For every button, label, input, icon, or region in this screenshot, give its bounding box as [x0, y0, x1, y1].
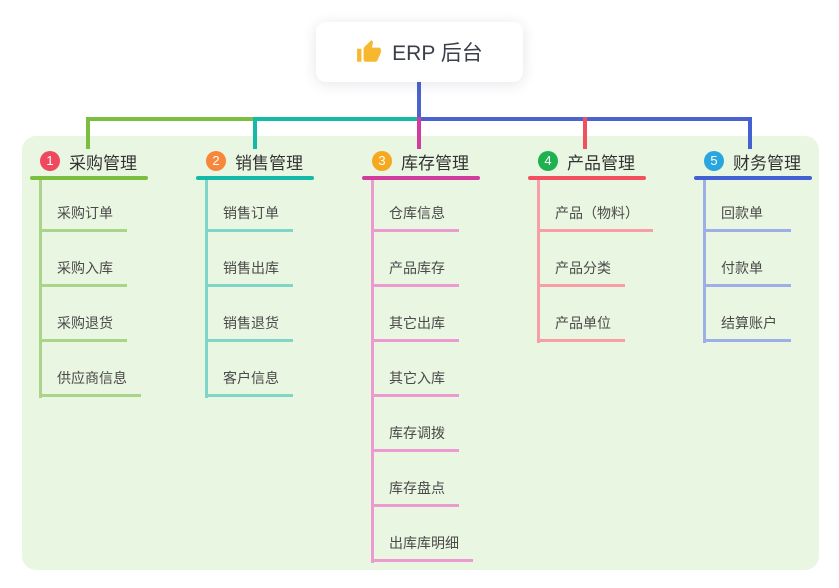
child-label: 产品分类 [555, 260, 611, 276]
branch-column: 3 库存管理 仓库信息产品库存其它出库其它入库库存调拨库存盘点出库库明细 [362, 148, 522, 563]
connector-bus-segment [86, 117, 255, 121]
child-label: 产品单位 [555, 315, 611, 331]
branch-number-badge: 2 [206, 151, 226, 171]
branch-column: 2 销售管理 销售订单销售出库销售退货客户信息 [196, 148, 356, 398]
thumbs-up-icon [356, 39, 382, 65]
branch-header[interactable]: 2 销售管理 [196, 148, 356, 174]
child-node[interactable]: 产品（物料） [537, 203, 653, 232]
child-node[interactable]: 产品库存 [371, 258, 459, 287]
connector-root-line [417, 80, 421, 119]
child-label: 回款单 [721, 205, 763, 221]
connector-bus-segment [253, 117, 419, 121]
child-label: 仓库信息 [389, 205, 445, 221]
child-node[interactable]: 其它出库 [371, 313, 459, 342]
child-node[interactable]: 采购入库 [39, 258, 127, 287]
child-node[interactable]: 结算账户 [703, 313, 791, 342]
branch-column: 4 产品管理 产品（物料） 产品分类产品单位 [528, 148, 688, 343]
child-node[interactable]: 采购订单 [39, 203, 127, 232]
child-node[interactable]: 供应商信息 [39, 368, 141, 397]
child-node[interactable]: 回款单 [703, 203, 791, 232]
branch-label: 产品管理 [567, 153, 635, 173]
branch-number-badge: 3 [372, 151, 392, 171]
child-label: 销售退货 [223, 315, 279, 331]
child-node[interactable]: 销售退货 [205, 313, 293, 342]
child-node[interactable]: 销售出库 [205, 258, 293, 287]
child-label: 销售出库 [223, 260, 279, 276]
child-label: 库存盘点 [389, 480, 445, 496]
branch-child-rail [537, 180, 540, 343]
child-label: 采购退货 [57, 315, 113, 331]
branch-header[interactable]: 1 采购管理 [30, 148, 190, 174]
child-label: 其它入库 [389, 370, 445, 386]
child-label: 产品（物料） [555, 205, 639, 221]
branch-label: 财务管理 [733, 153, 801, 173]
branch-child-rail [39, 180, 42, 398]
branch-underline [30, 176, 148, 180]
child-label: 库存调拨 [389, 425, 445, 441]
branch-child-rail [371, 180, 374, 563]
connector-branch-drop [253, 117, 257, 149]
child-node[interactable]: 产品单位 [537, 313, 625, 342]
child-label: 供应商信息 [57, 370, 127, 386]
branch-child-rail [703, 180, 706, 343]
branch-label: 销售管理 [235, 153, 303, 173]
branch-child-rail [205, 180, 208, 398]
branch-underline [694, 176, 812, 180]
connector-branch-drop [417, 117, 421, 149]
branch-underline [196, 176, 314, 180]
connector-branch-drop [86, 117, 90, 149]
child-label: 其它出库 [389, 315, 445, 331]
branch-header[interactable]: 3 库存管理 [362, 148, 522, 174]
child-node[interactable]: 客户信息 [205, 368, 293, 397]
branch-column: 1 采购管理 采购订单采购入库采购退货供应商信息 [30, 148, 190, 398]
child-label: 出库库明细 [389, 535, 459, 551]
child-node[interactable]: 出库库明细 [371, 533, 473, 562]
branch-underline [362, 176, 480, 180]
branch-number-badge: 4 [538, 151, 558, 171]
child-label: 采购入库 [57, 260, 113, 276]
child-node[interactable]: 库存盘点 [371, 478, 459, 507]
root-node[interactable]: ERP 后台 [316, 22, 523, 82]
child-label: 产品库存 [389, 260, 445, 276]
branch-header[interactable]: 4 产品管理 [528, 148, 688, 174]
branches-panel [22, 136, 819, 570]
branch-underline [528, 176, 646, 180]
child-node[interactable]: 库存调拨 [371, 423, 459, 452]
branch-number-badge: 5 [704, 151, 724, 171]
child-node[interactable]: 付款单 [703, 258, 791, 287]
branch-label: 采购管理 [69, 153, 137, 173]
child-label: 付款单 [721, 260, 763, 276]
branch-number-badge: 1 [40, 151, 60, 171]
connector-branch-drop [748, 117, 752, 149]
child-label: 结算账户 [721, 315, 777, 331]
child-node[interactable]: 销售订单 [205, 203, 293, 232]
child-node[interactable]: 产品分类 [537, 258, 625, 287]
root-label: ERP 后台 [392, 42, 483, 65]
branch-header[interactable]: 5 财务管理 [694, 148, 839, 174]
child-label: 销售订单 [223, 205, 279, 221]
branch-column: 5 财务管理 回款单付款单结算账户 [694, 148, 839, 343]
child-label: 客户信息 [223, 370, 279, 386]
child-label: 采购订单 [57, 205, 113, 221]
connector-branch-drop [583, 117, 587, 149]
child-node[interactable]: 其它入库 [371, 368, 459, 397]
branch-label: 库存管理 [401, 153, 469, 173]
child-node[interactable]: 采购退货 [39, 313, 127, 342]
child-node[interactable]: 仓库信息 [371, 203, 459, 232]
